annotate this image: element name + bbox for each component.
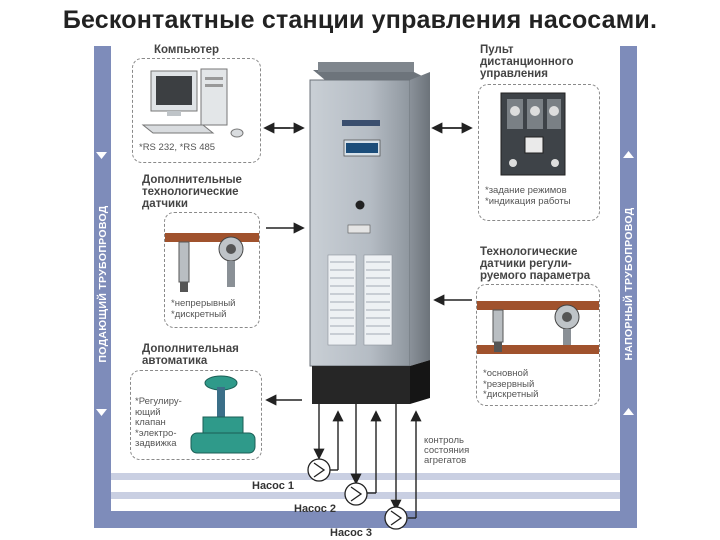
remote-panel-icon: [500, 92, 566, 176]
control-label: контроль состояния агрегатов: [424, 435, 470, 466]
flow-arrows: [96, 151, 634, 416]
pump-1-label: Насос 1: [252, 480, 295, 492]
tech-sensors-icon: [477, 301, 599, 354]
pump-symbols: [307, 458, 408, 530]
tech-sensors-box: *основной *резервный *дискретный: [476, 284, 600, 406]
extra-sensors-heading: Дополнительные технологические датчики: [142, 174, 242, 210]
extra-sensors-notes: *непрерывный *дискретный: [171, 298, 236, 320]
automation-box: *Регулиру- ющий клапан *электро- задвижк…: [130, 370, 262, 460]
extra-sensors-box: *непрерывный *дискретный: [164, 212, 260, 328]
sensors-icon: [165, 233, 259, 292]
page-title: Бесконтактные станции управления насосам…: [62, 6, 658, 34]
computer-icon: [141, 68, 244, 138]
remote-box: *задание режимов *индикация работы: [478, 84, 600, 221]
valve-icon: [190, 375, 256, 454]
automation-heading: Дополнительная автоматика: [142, 343, 239, 367]
computer-notes: *RS 232, *RS 485: [139, 142, 216, 153]
automation-notes: *Регулиру- ющий клапан *электро- задвижк…: [135, 396, 182, 449]
supply-pipe-label: ПОДАЮЩИЙ ТРУБОПРОВОД: [97, 205, 109, 363]
computer-box: *RS 232, *RS 485: [132, 58, 261, 163]
remote-heading: Пульт дистанционного управления: [480, 44, 574, 80]
tech-sensors-heading: Технологические датчики регули- руемого …: [480, 246, 591, 282]
computer-heading: Компьютер: [154, 44, 220, 56]
pressure-pipe-label: НАПОРНЫЙ ТРУБОПРОВОД: [623, 207, 635, 361]
pump-3-label: Насос 3: [330, 527, 373, 539]
tech-sensors-notes: *основной *резервный *дискретный: [483, 368, 539, 400]
remote-notes: *задание режимов *индикация работы: [485, 185, 571, 207]
pump-2-label: Насос 2: [294, 503, 337, 515]
control-cabinet: [309, 62, 430, 404]
